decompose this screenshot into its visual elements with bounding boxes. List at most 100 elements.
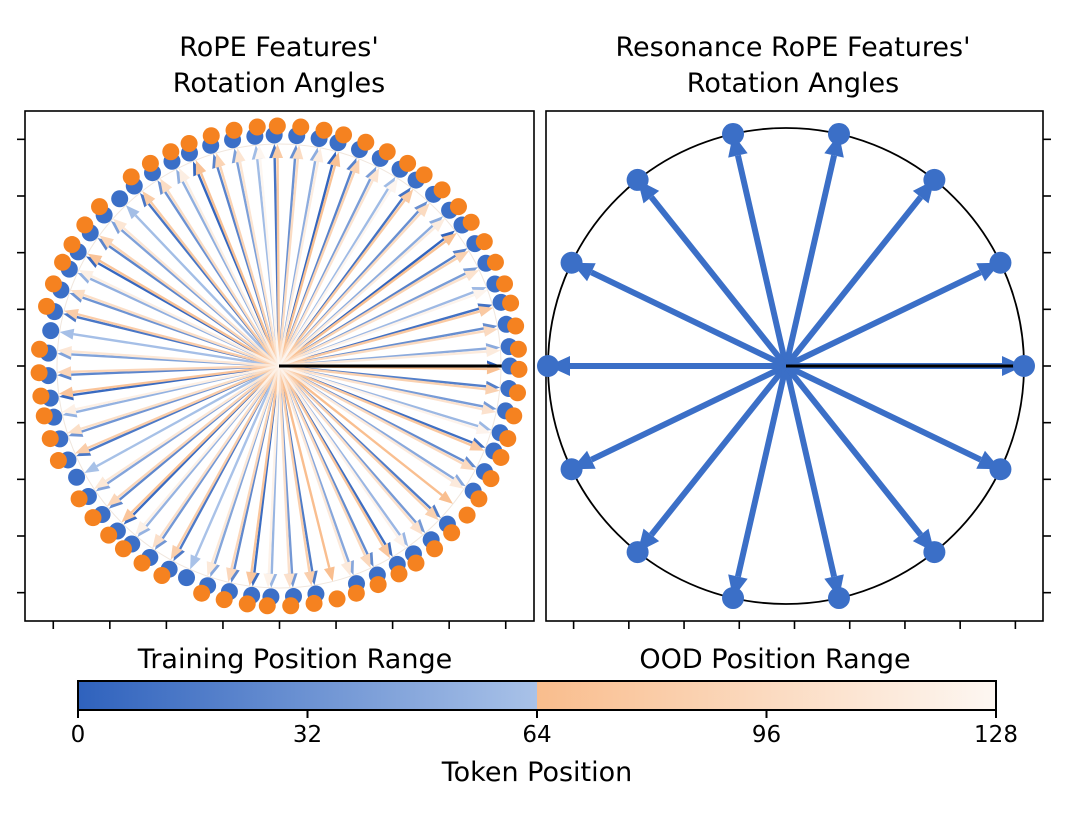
rope-marker-98 xyxy=(292,118,310,136)
rope-marker-97 xyxy=(433,181,451,199)
rope-arrow-86-head xyxy=(485,383,500,395)
rope-arrow-83-head xyxy=(170,544,183,560)
rope-arrow-100-shaft xyxy=(83,293,280,368)
rope-marker-113 xyxy=(347,584,365,602)
rope-arrow-122-shaft xyxy=(267,365,281,574)
res-arrow-8-shaft xyxy=(590,363,788,463)
panel-resonance-rope[interactable] xyxy=(537,110,1051,629)
rope-arrow-103-shaft xyxy=(277,365,291,574)
res-marker-7 xyxy=(537,355,559,377)
colorbar-ticks xyxy=(77,710,997,718)
res-marker-4 xyxy=(722,122,745,145)
rope-arrow-121-shaft xyxy=(143,365,280,526)
rope-arrow-63-head xyxy=(84,461,100,473)
rope-marker-72 xyxy=(32,387,50,405)
res-marker-12 xyxy=(923,541,946,564)
rope-arrow-104-shaft xyxy=(278,365,415,526)
res-arrow-5-shaft xyxy=(648,195,789,368)
res-arrow-13-shaft xyxy=(784,363,982,463)
rope-arrow-121-head xyxy=(135,520,149,536)
rope-arrow-102-head xyxy=(152,533,165,549)
res-arrow-4-shaft xyxy=(735,154,789,367)
rope-arrow-119-head xyxy=(78,270,94,282)
rope-arrow-124-shaft xyxy=(278,364,478,431)
rope-arrow-99-shaft xyxy=(166,189,281,367)
rope-marker-90 xyxy=(76,216,94,234)
rope-marker-86 xyxy=(509,384,527,402)
rope-arrow-106-head xyxy=(464,270,480,282)
rope-arrow-79-head xyxy=(272,144,284,159)
res-marker-3 xyxy=(827,122,850,145)
rope-marker-105 xyxy=(505,407,523,425)
rope-arrow-113-head xyxy=(340,561,352,577)
rope-marker-94 xyxy=(369,576,387,594)
rope-arrow-82-head xyxy=(74,442,90,454)
rope-arrow-95-shaft xyxy=(278,364,464,465)
rope-marker-84 xyxy=(305,594,323,612)
rope-marker-83 xyxy=(153,567,171,585)
res-marker-1 xyxy=(989,251,1012,274)
rope-arrow-114-head xyxy=(449,476,464,489)
rope-marker-96 xyxy=(507,317,525,335)
rope-arrow-87-head xyxy=(454,250,469,263)
rope-marker-81 xyxy=(38,297,56,315)
rope-arrow-63-shaft xyxy=(96,364,280,468)
rope-arrow-123-shaft xyxy=(278,365,399,538)
panel-resonance-rope-markers xyxy=(537,122,1035,610)
rope-arrow-110-shaft xyxy=(71,350,280,368)
rope-marker-100 xyxy=(44,275,62,293)
rope-arrow-123-head xyxy=(393,533,406,549)
res-marker-6 xyxy=(560,251,583,274)
rope-arrow-73-head xyxy=(121,508,136,523)
rope-arrow-96-shaft xyxy=(278,330,485,368)
rope-arrow-127-shaft xyxy=(258,158,281,367)
rope-arrow-93-shaft xyxy=(230,365,281,569)
rope-marker-101 xyxy=(41,430,59,448)
rope-arrow-106-shaft xyxy=(278,275,468,368)
rope-arrow-104-head xyxy=(409,520,423,536)
rope-arrow-69-shaft xyxy=(277,165,337,367)
res-marker-0 xyxy=(1013,355,1035,377)
rope-arrow-82-shaft xyxy=(87,364,280,450)
rope-arrow-75-head xyxy=(378,543,390,559)
rope-arrow-108-shaft xyxy=(238,161,281,367)
rope-arrow-96-head xyxy=(483,325,498,337)
rope-marker-79 xyxy=(268,117,286,135)
rope-arrow-114-shaft xyxy=(278,365,453,483)
rope-arrow-124-head xyxy=(475,423,491,435)
res-marker-11 xyxy=(827,587,850,610)
rope-marker-88 xyxy=(357,133,375,151)
panel-rope[interactable] xyxy=(17,110,535,629)
rope-marker-73 xyxy=(100,526,118,544)
res-arrow-9-shaft xyxy=(648,364,789,537)
rope-arrow-98-shaft xyxy=(277,158,300,367)
colorbar-tick-label: 0 xyxy=(71,722,86,748)
rope-arrow-108-head xyxy=(234,147,246,163)
rope-arrow-105-head xyxy=(481,403,497,415)
rope-arrow-86-shaft xyxy=(278,364,486,391)
res-arrow-11-shaft xyxy=(783,365,837,578)
colorbar-tick-label: 32 xyxy=(293,722,322,748)
rope-marker-123 xyxy=(407,554,425,572)
rope-marker-89 xyxy=(202,127,220,145)
rope-marker-112 xyxy=(193,584,211,602)
rope-arrow-73-shaft xyxy=(130,365,280,514)
rope-arrow-81-head xyxy=(63,308,79,320)
rope-arrow-72-head xyxy=(58,386,74,398)
rope-marker-115 xyxy=(509,340,527,358)
res-marker-13 xyxy=(989,458,1012,481)
rope-arrow-78-shaft xyxy=(278,199,406,367)
rope-arrow-107-shaft xyxy=(277,179,374,367)
left-panel-title: RoPE Features' Rotation Angles xyxy=(173,32,385,99)
rope-arrow-118-head xyxy=(178,167,191,183)
rope-arrow-118-shaft xyxy=(184,179,281,367)
rope-arrow-76-head xyxy=(469,440,485,451)
rope-arrow-88-shaft xyxy=(277,171,356,367)
rope-marker-70 xyxy=(180,134,198,152)
rope-marker-114 xyxy=(470,490,488,508)
rope-arrow-107-head xyxy=(367,167,380,183)
rope-arrow-70-shaft xyxy=(199,172,281,367)
rope-arrow-97-shaft xyxy=(278,212,422,367)
